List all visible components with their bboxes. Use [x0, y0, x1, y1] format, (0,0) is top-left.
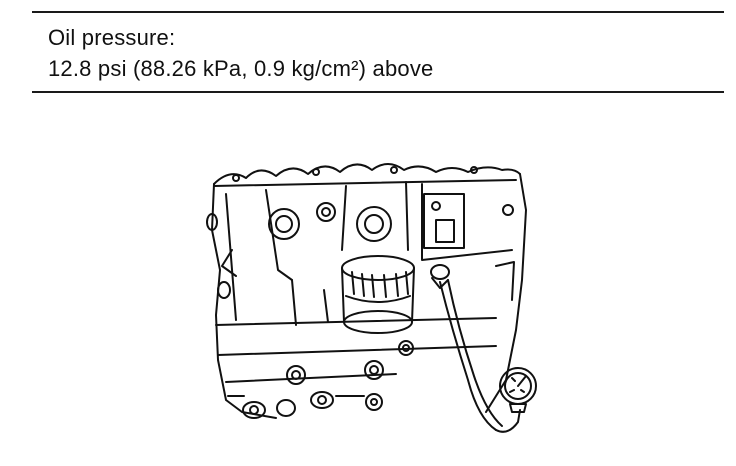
top-rule — [32, 11, 724, 13]
spec-value: 12.8 psi (88.26 kPa, 0.9 kg/cm²) above — [48, 56, 434, 81]
pressure-gauge-icon — [499, 367, 537, 413]
oil-filter — [341, 255, 415, 334]
engine-illustration — [196, 150, 538, 450]
bottom-rule — [32, 91, 724, 93]
gauge-hose — [439, 279, 521, 433]
oil-pressure-spec: Oil pressure: 12.8 psi (88.26 kPa, 0.9 k… — [48, 22, 708, 84]
pressure-fitting — [430, 264, 450, 289]
spec-label: Oil pressure: — [48, 25, 176, 50]
mounting-bosses — [227, 340, 414, 419]
engine-block — [206, 163, 527, 419]
